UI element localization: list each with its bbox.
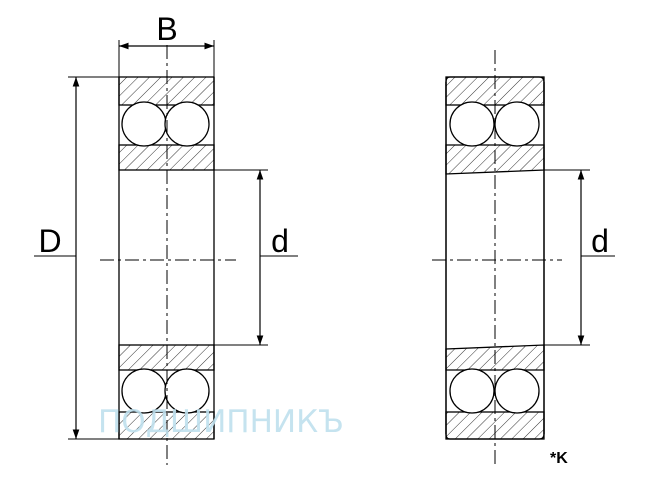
ball-top-left xyxy=(449,101,495,147)
outer-diameter-label: D xyxy=(38,223,61,259)
ball-bottom-right xyxy=(164,368,210,414)
ball-bottom-left xyxy=(449,368,495,414)
ball-top-right xyxy=(164,101,210,147)
dimension-d-left: d xyxy=(214,169,298,346)
watermark-text: ПОДШИПНИКЪ xyxy=(98,404,344,440)
ball-top-right xyxy=(494,101,540,147)
bore-label-right: d xyxy=(591,223,609,259)
left-bearing-section xyxy=(100,45,236,465)
dimension-B: B xyxy=(118,11,215,77)
variant-note: *K xyxy=(550,450,568,467)
dimension-D: D xyxy=(34,76,119,440)
bore-label-left: d xyxy=(271,223,289,259)
right-bearing-section xyxy=(432,50,562,465)
dimension-d-right: d xyxy=(544,169,615,346)
ball-top-left xyxy=(121,101,167,147)
ball-bottom-right xyxy=(494,368,540,414)
width-label: B xyxy=(156,11,177,47)
